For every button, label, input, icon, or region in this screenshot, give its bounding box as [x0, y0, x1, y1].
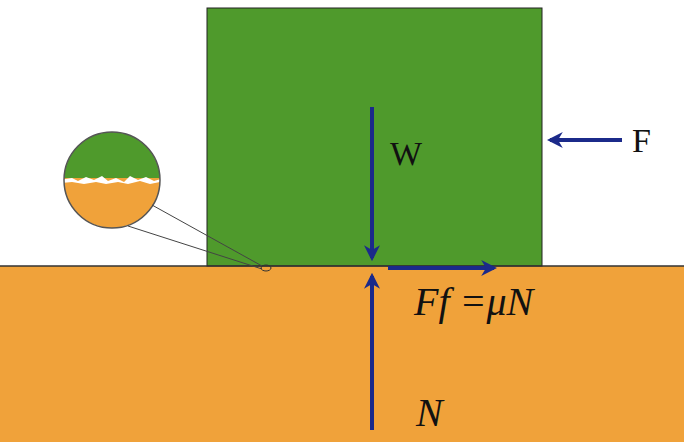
- normal-label: N: [416, 393, 443, 433]
- normal-arrow: [370, 276, 374, 430]
- weight-label: W: [390, 137, 422, 171]
- block: [207, 8, 542, 266]
- magnified-inset: [60, 128, 170, 238]
- friction-arrow: [388, 266, 494, 270]
- leader-line: [128, 226, 262, 269]
- surface-line: [0, 265, 684, 267]
- contact-point: [261, 265, 271, 271]
- inset-outline: [64, 132, 160, 228]
- leader-line: [152, 205, 262, 266]
- force-label: F: [632, 124, 651, 158]
- applied-force-arrow: [550, 138, 622, 142]
- ground: [0, 266, 684, 442]
- weight-arrow: [370, 107, 374, 258]
- friction-formula: Ff =μN: [414, 282, 533, 322]
